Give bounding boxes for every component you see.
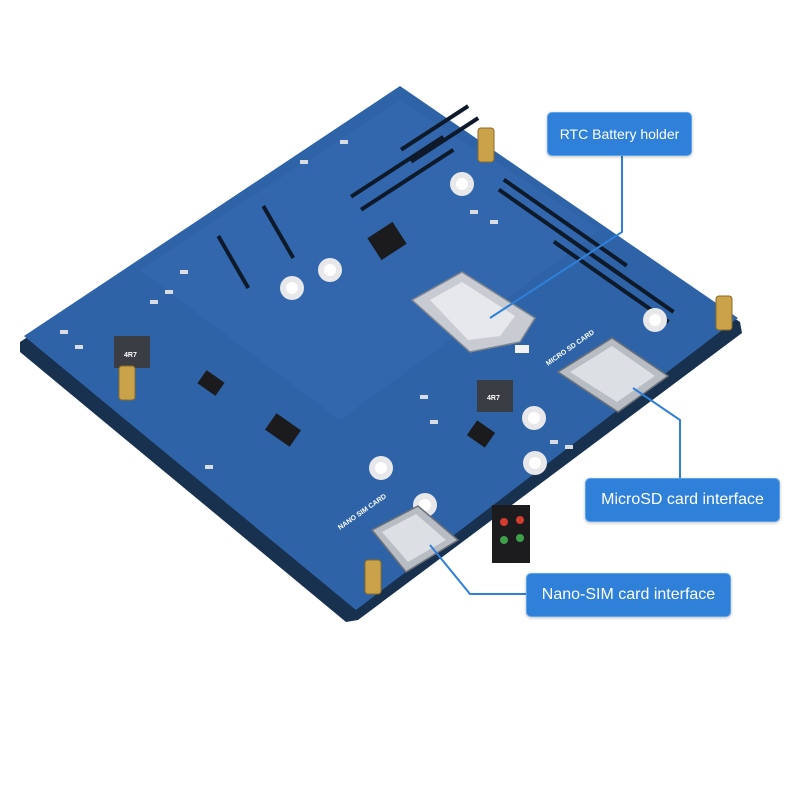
- inductor-marking: 4R7: [487, 395, 500, 402]
- leader-lines: [429, 154, 681, 595]
- microsd-leader-line: [632, 387, 681, 478]
- rtc-leader-line: [489, 154, 623, 319]
- callout-label: Nano-SIM card interface: [541, 586, 716, 603]
- led-block: [492, 505, 530, 563]
- microsd-interface-callout: MicroSD card interface: [585, 478, 780, 522]
- brass-standoffs: [118, 127, 733, 595]
- nanosim-leader-line: [429, 544, 526, 595]
- ic-chip: [264, 413, 302, 447]
- rtc-battery-holder: [410, 271, 537, 353]
- ic-chip: [197, 370, 225, 396]
- callout-label: RTC Battery holder: [559, 126, 680, 142]
- smd-components: [60, 140, 573, 469]
- rtc-battery-holder-callout: RTC Battery holder: [547, 112, 692, 156]
- callout-label: MicroSD card interface: [601, 491, 764, 508]
- inductor: 4R7: [114, 336, 150, 368]
- header-pin-rows: [216, 104, 675, 324]
- nanosim-interface-callout: Nano-SIM card interface: [526, 573, 731, 617]
- inductor-marking: 4R7: [124, 352, 137, 359]
- ic-chip: [466, 420, 496, 448]
- mounting-holes: [280, 172, 667, 517]
- inductor: 4R7: [477, 380, 513, 412]
- ic-chip: [367, 221, 407, 261]
